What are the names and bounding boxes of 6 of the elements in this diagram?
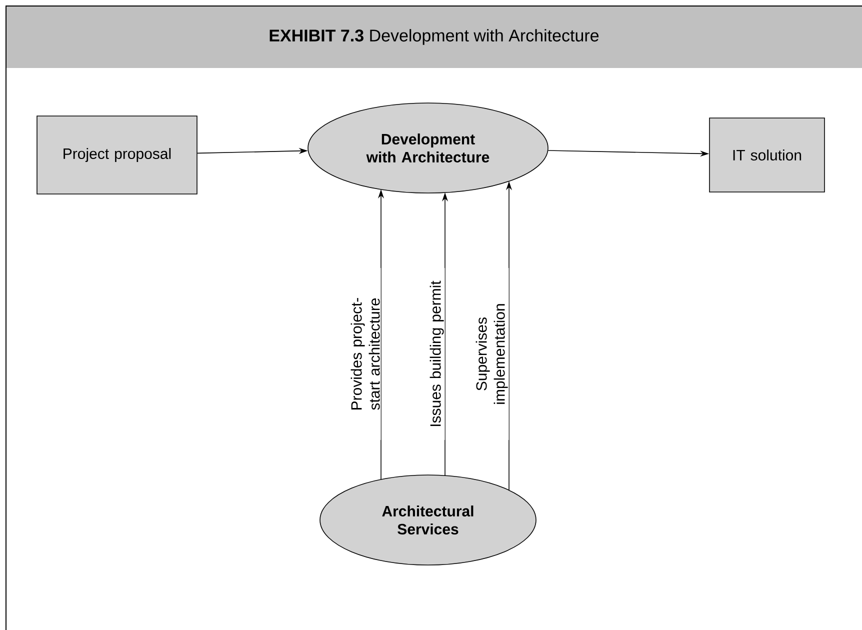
edge-label: Supervises implementation [474,268,509,440]
edge-label: Issues building permit [428,268,445,440]
title: EXHIBIT 7.3 Development with Architecture [270,29,599,45]
edge-label: Provides project-start architecture [350,268,381,440]
process-box: IT solution [709,118,825,192]
process-box: Project proposal [36,116,198,194]
